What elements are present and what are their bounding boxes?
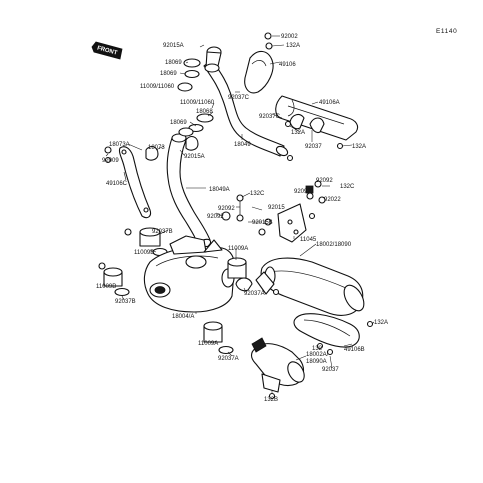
callout-18002A-line: 18002A/: [306, 352, 329, 358]
callout-92009: 92009: [102, 158, 119, 164]
front-label: FRONT: [96, 45, 118, 56]
stud-cluster-mid: [221, 180, 326, 236]
bracket-11045: [277, 203, 316, 243]
heat-shield-49106: [244, 50, 274, 94]
callout-92015: 92015: [268, 205, 285, 211]
callout-92022: 92022: [324, 197, 341, 203]
header-pipe-18049A: [166, 133, 212, 250]
callout-11009-11060: 11009/11060: [140, 84, 175, 90]
callout-18049: 18049: [234, 142, 251, 148]
callout-132A: 132A: [291, 130, 305, 136]
heat-shield-49106B: [293, 313, 374, 356]
callout-92092: 92092: [316, 178, 333, 184]
callout-49106B: 49106B: [344, 347, 365, 353]
callout-11009B: 11009B: [96, 284, 116, 290]
collar-11009A-lower: [203, 321, 234, 355]
callout-49106A: 49106A: [319, 100, 340, 106]
callout-49106C: 49106C: [106, 181, 128, 187]
callout-18069: 18069: [160, 71, 177, 77]
callout-92015A: 92015A: [163, 43, 184, 49]
small-parts-lower: [316, 342, 324, 350]
callout-49106: 49106: [279, 62, 296, 68]
callout-92002: 92002: [281, 34, 298, 40]
callout-132C: 132C: [250, 191, 265, 197]
callout-92037C: 92037C: [259, 114, 281, 120]
callout-11045: 11045: [300, 237, 317, 243]
front-arrow-icon: FRONT: [91, 41, 123, 60]
callout-132A: 132A: [374, 320, 388, 326]
callout-18002A-18090A: 18002A/ 18090A: [306, 352, 330, 365]
callout-labels: 92002 132A 92015A 49106 18069 18069 1100…: [96, 34, 388, 403]
clamp-18073: [145, 135, 199, 161]
callout-92037A: 92037A: [218, 356, 239, 362]
collar-11009A: [227, 257, 253, 292]
callout-92037C: 92037C: [228, 95, 250, 101]
callout-11009B: 11009B: [134, 250, 154, 256]
page-code: E1140: [436, 28, 457, 35]
callout-92092: 92092: [207, 214, 224, 220]
callout-132A: 132A: [286, 43, 300, 49]
callout-11009-11060: 11009/11060: [180, 100, 215, 106]
callout-18049A: 18049A: [209, 187, 230, 193]
callout-92037: 92037: [322, 367, 339, 373]
callout-132: 132: [312, 346, 323, 352]
callout-92015B: 92015B: [252, 220, 273, 226]
callout-92092: 92092: [294, 189, 311, 195]
callout-92037B: 92037B: [152, 229, 173, 235]
callout-18004A: 18004/A: [172, 314, 194, 320]
muffler-18002A-18090A: [250, 337, 305, 400]
callout-18002-18090: 18002/18090: [316, 242, 352, 248]
callout-92037: 92037: [305, 144, 322, 150]
callout-18073A: 18073A: [109, 142, 130, 148]
callout-92092: 92092: [218, 206, 235, 212]
chamber-18004A: [143, 235, 236, 313]
callout-92037B: 92037B: [115, 299, 136, 305]
clamp-band-upper: [289, 113, 325, 134]
header-pipe-18049: [203, 46, 289, 157]
callout-132B: 132B: [264, 397, 278, 403]
callout-92037A: 92037A: [244, 291, 265, 297]
callout-18069: 18069: [165, 60, 182, 66]
leader-lines: [105, 35, 375, 394]
callout-18069: 18069: [170, 120, 187, 126]
callout-18073: 18073: [148, 145, 165, 151]
bracket-49106C: [118, 146, 152, 219]
callout-18068: 18068: [196, 109, 213, 115]
callout-92015A: 92015A: [184, 154, 205, 160]
callout-132C: 132C: [340, 184, 355, 190]
collars-left: [98, 227, 168, 297]
muffler-18002-18090: [255, 257, 365, 316]
callout-11009A: 11009A: [228, 246, 248, 252]
callout-132A: 132A: [352, 144, 366, 150]
callout-18090A-line: 18090A: [306, 359, 327, 365]
callout-11009A: 11009A: [198, 341, 218, 347]
